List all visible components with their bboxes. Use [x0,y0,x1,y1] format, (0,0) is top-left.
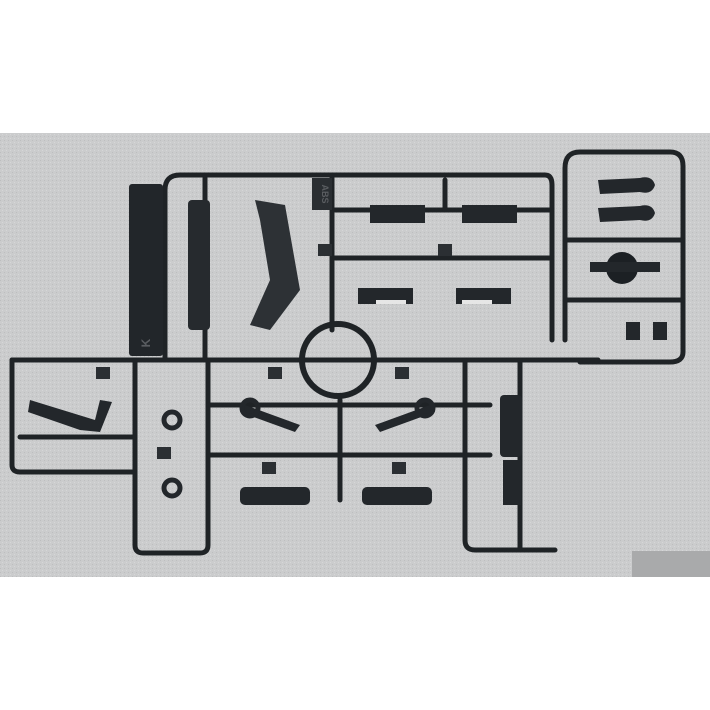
curved-part [250,200,300,330]
arm-part [28,400,112,432]
ring-runner [299,321,377,399]
abs-tag [312,178,332,210]
side-tab [129,184,163,356]
sprue-illustration: K ABS [0,133,710,577]
abs-tag-text: ABS [320,184,330,203]
side-tab-letter: K [139,338,153,347]
product-photo: K ABS [0,133,710,577]
rail-part [188,200,210,330]
blurred-watermark [632,551,710,577]
